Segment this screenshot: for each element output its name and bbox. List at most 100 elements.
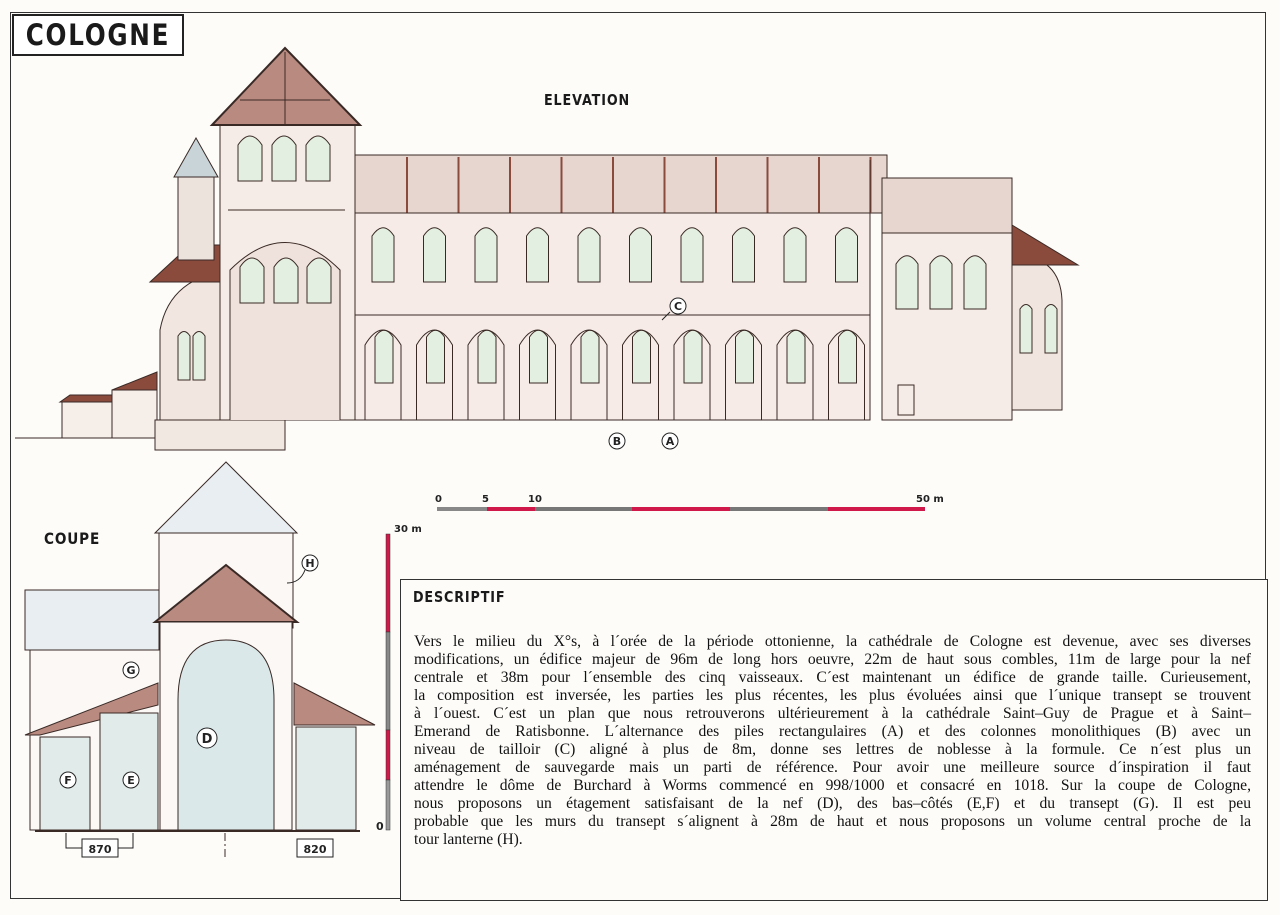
arcade-arch (519, 329, 556, 420)
scale-seg (535, 507, 632, 511)
vscale-bottom: 0 (376, 820, 384, 833)
marker-a: A (666, 435, 675, 448)
clerestory-window (423, 227, 446, 283)
coupe-drawing (24, 461, 376, 860)
aisle-window (426, 329, 445, 384)
aisle-window (683, 329, 703, 384)
descriptif-line: probable que les murs du transept s´alig… (414, 813, 1251, 830)
descriptif-line: attendre le dôme de Burchard à Worms com… (414, 777, 1251, 794)
marker-a-circle (661, 432, 679, 450)
descriptif-text: Vers le milieu du X°s, à l´orée de la pé… (414, 633, 1251, 849)
dim-left: 870 (89, 843, 112, 856)
aisle-roof-right (293, 682, 376, 726)
aisle-window (477, 329, 497, 384)
marker-d-circle (196, 727, 218, 749)
annex-roof (58, 394, 113, 403)
aisle-window (580, 329, 600, 384)
scale-seg (730, 507, 828, 511)
marker-h: H (305, 557, 314, 570)
marker-b: B (613, 435, 621, 448)
clerestory-window (526, 227, 549, 283)
descriptif-line: nous proposons un étagement satisfaisant… (414, 795, 1251, 812)
aisle-e (99, 712, 159, 831)
apse-window (1019, 304, 1033, 354)
transept-roof (881, 177, 1013, 234)
arcade-arch (364, 329, 402, 420)
marker-e: E (127, 774, 135, 787)
page-title: COLOGNE (25, 18, 171, 52)
dim-box-left (81, 838, 119, 858)
annex-left-2 (111, 389, 158, 439)
tower-window (239, 257, 265, 304)
clerestory-window (835, 227, 858, 283)
tower-gable (209, 46, 363, 126)
aisle-window (786, 329, 806, 384)
transept-window (963, 255, 987, 310)
vscale-seg (385, 533, 391, 633)
aisle-roof-left (24, 682, 159, 736)
title-box: COLOGNE (12, 14, 184, 56)
descriptif-line: tour lanterne (H). (414, 831, 523, 848)
arcade-arch (776, 329, 814, 420)
descriptif-line: Emerand de Ratisbonne. L´alternance des … (414, 723, 1251, 740)
vscale-seg (385, 631, 391, 731)
dim-leader-left (65, 833, 134, 849)
descriptif-line: centrale et 38m pour l´ensemble des cinq… (414, 669, 1251, 686)
marker-c-leader (661, 311, 671, 321)
marker-c: C (674, 300, 682, 313)
clerestory-window (783, 227, 807, 283)
marker-f-circle (59, 771, 77, 789)
lantern-roof (153, 461, 299, 534)
descriptif-heading: DESCRIPTIF (413, 588, 506, 606)
marker-h-leader (286, 569, 306, 584)
descriptif-line: la composition est inversée, les parties… (414, 687, 1251, 704)
clerestory-window (732, 227, 755, 283)
annex-roof-2 (111, 371, 158, 391)
nave-roof (354, 154, 888, 214)
clerestory-window (474, 227, 498, 283)
marker-d: D (202, 732, 213, 747)
scale-tick-0: 0 (435, 494, 442, 505)
tower-window (237, 135, 263, 182)
aisle-window (632, 329, 651, 384)
scale-tick-50: 50 m (916, 494, 944, 505)
stair-tower (177, 174, 215, 261)
scale-tick-5: 5 (482, 494, 489, 505)
arcade-arch (416, 329, 453, 420)
aisle-window (735, 329, 754, 384)
annex-left (61, 401, 113, 439)
scale-seg (437, 507, 487, 511)
transept-roof (24, 589, 160, 651)
marker-h-circle (301, 554, 319, 572)
clerestory-window (371, 227, 395, 283)
vscale-top: 30 m (394, 524, 422, 535)
vscale-seg (385, 729, 391, 781)
aisle-window (374, 329, 394, 384)
horizontal-scale: 0 5 10 50 m (435, 494, 944, 511)
aisle-window (838, 329, 857, 384)
marker-b-circle (608, 432, 626, 450)
dim-right: 820 (304, 843, 327, 856)
arcade-arch (725, 329, 762, 420)
aisle-right (295, 726, 357, 831)
clerestory-window (680, 227, 704, 283)
arcade-arch (570, 329, 608, 420)
scale-tick-10: 10 (528, 494, 542, 505)
clerestory-window (629, 227, 652, 283)
east-apse-roof (1011, 224, 1080, 266)
marker-e-circle (122, 771, 140, 789)
arcade-arch (828, 329, 865, 420)
apse-window (177, 331, 191, 381)
apse-window (1044, 304, 1058, 354)
clerestory-window (577, 227, 601, 283)
aisle-window (529, 329, 548, 384)
elevation-label: ELEVATION (544, 91, 631, 109)
dim-box-right (296, 838, 334, 858)
coupe-label: COUPE (44, 529, 101, 548)
marker-g-circle (122, 661, 140, 679)
tower-window (273, 257, 299, 304)
descriptif-line: aménagement de sauvegarde mais un parti … (414, 759, 1251, 776)
stair-tower-roof (173, 136, 219, 178)
tower-window (305, 135, 331, 182)
